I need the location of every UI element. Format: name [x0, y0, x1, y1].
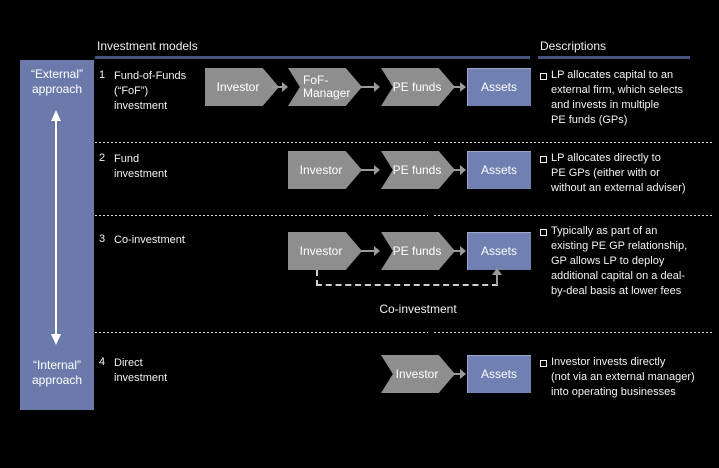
row-4-label: Direct investment — [114, 357, 168, 384]
row-4-number: 4 — [99, 356, 106, 368]
assets-node: Assets — [467, 68, 531, 106]
co-investment-flow-label: Co-investment — [379, 302, 457, 316]
investor-node: Investor — [288, 151, 362, 189]
flow-arrow-icon — [361, 82, 380, 92]
arrowhead-up-icon — [51, 110, 61, 121]
dashed-line-vertical — [316, 270, 318, 286]
descriptions-header-rule — [538, 56, 690, 59]
row-3-description: Typically as part of an existing PE GP r… — [551, 225, 688, 297]
bullet-icon — [540, 73, 547, 80]
row-3-number: 3 — [99, 233, 106, 245]
flow-arrow-icon — [272, 82, 288, 92]
internal-approach-label: “Internal” approach — [31, 358, 83, 387]
arrowhead-down-icon — [51, 334, 61, 345]
approach-arrow-shaft — [55, 121, 57, 334]
flow-arrow-icon — [361, 246, 380, 256]
dashed-arrowhead-up-icon — [492, 268, 502, 275]
flow-arrow-icon — [452, 165, 466, 175]
investor-node: Investor — [381, 355, 455, 393]
external-approach-label: “External” approach — [30, 67, 83, 96]
row-4-description: Investor invests directly (not via an ex… — [551, 356, 695, 398]
dashed-line-horizontal — [316, 284, 498, 286]
flow-arrow-icon — [452, 369, 466, 379]
pe-funds-node: PE funds — [381, 151, 455, 189]
row-divider — [434, 332, 714, 333]
flow-arrow-icon — [452, 82, 466, 92]
assets-node: Assets — [467, 151, 531, 189]
row-divider — [95, 332, 428, 333]
assets-node: Assets — [467, 355, 531, 393]
models-header-rule — [95, 56, 530, 59]
fof-manager-node: FoF- Manager — [288, 68, 362, 106]
row-3-label: Co-investment — [114, 234, 185, 246]
row-1-number: 1 — [99, 69, 106, 81]
bullet-icon — [540, 156, 547, 163]
assets-node: Assets — [467, 232, 531, 270]
dashed-arrow-shaft — [496, 275, 498, 285]
pe-funds-node: PE funds — [381, 68, 455, 106]
models-column-header: Investment models — [97, 39, 198, 53]
row-divider — [95, 142, 428, 143]
bullet-icon — [540, 360, 547, 367]
flow-arrow-icon — [452, 246, 466, 256]
investor-node: Investor — [288, 232, 362, 270]
row-2-label: Fund investment — [114, 153, 168, 180]
flow-arrow-icon — [361, 165, 380, 175]
row-divider — [434, 142, 714, 143]
row-1-label: Fund-of-Funds (“FoF”) investment — [114, 70, 187, 112]
investor-node: Investor — [205, 68, 279, 106]
row-divider — [95, 215, 428, 216]
descriptions-column-header: Descriptions — [540, 39, 607, 53]
row-1-description: LP allocates capital to an external firm… — [551, 69, 684, 126]
row-2-number: 2 — [99, 152, 106, 164]
pe-funds-node: PE funds — [381, 232, 455, 270]
row-2-description: LP allocates directly to PE GPs (either … — [551, 152, 686, 194]
bullet-icon — [540, 229, 547, 236]
row-divider — [434, 215, 714, 216]
